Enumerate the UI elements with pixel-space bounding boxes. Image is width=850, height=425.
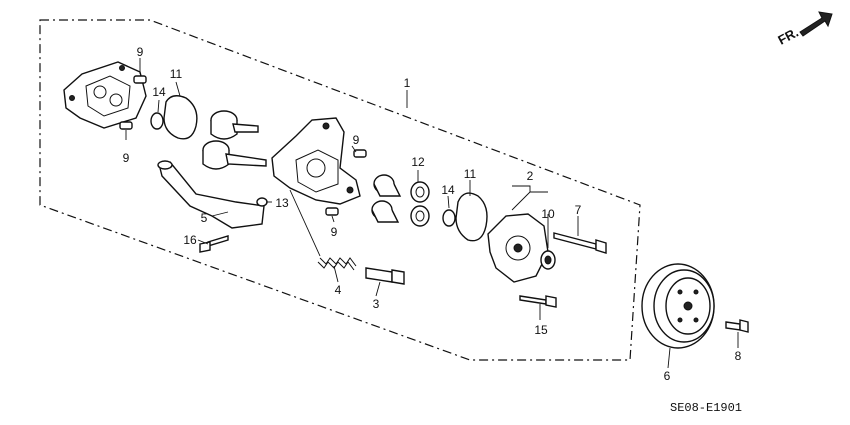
front-arrow-icon: [799, 11, 833, 37]
o-ring-11-right: [455, 192, 488, 242]
leader-lines: [125, 58, 739, 369]
callout-labels: 1 2 3 4 5 6 7 8 9 9 9 9 10 11 11 12 13 1…: [123, 45, 742, 383]
callout-3: 3: [373, 297, 380, 311]
pulley-6-part: [641, 263, 715, 349]
callout-12: 12: [411, 155, 425, 169]
callout-14-right: 14: [441, 183, 455, 197]
suction-pipe-5-part: [157, 160, 265, 229]
callout-9-top-center: 9: [353, 133, 360, 147]
callout-9-bottom-left: 9: [123, 151, 130, 165]
o-ring-14-right: [442, 209, 456, 227]
o-ring-13-part: [256, 197, 268, 207]
callout-2: 2: [527, 169, 534, 183]
callout-9-bottom-center: 9: [331, 225, 338, 239]
callout-14-left: 14: [152, 85, 166, 99]
bolt-16-part: [199, 235, 229, 253]
front-direction-arrow: FR.: [775, 11, 833, 48]
diagram-reference-code: SE08-E1901: [670, 401, 742, 415]
bolt-8-part: [725, 319, 749, 333]
callout-15: 15: [534, 323, 548, 337]
callout-10: 10: [541, 207, 555, 221]
callout-13: 13: [275, 196, 289, 210]
callout-7: 7: [575, 203, 582, 217]
rear-cover-part: [63, 61, 147, 129]
o-ring-11-left: [163, 95, 198, 140]
o-ring-14-left: [150, 112, 164, 130]
pump-body-part: [271, 117, 361, 205]
bushing-12-part: [371, 174, 402, 223]
oil-seal-10-part: [540, 250, 556, 270]
seal-12-part: [410, 181, 430, 227]
flow-valve-3-part: [365, 267, 405, 285]
bolt-7-part: [553, 232, 607, 254]
callout-1: 1: [404, 76, 411, 90]
callout-4: 4: [335, 283, 342, 297]
front-cover-part: [487, 213, 549, 283]
relief-spring-4-part: [317, 257, 357, 271]
dowel-pin-part: [119, 75, 367, 216]
callout-6: 6: [664, 369, 671, 383]
callout-5: 5: [201, 211, 208, 225]
driven-gear-part: [202, 140, 267, 170]
callout-9-top-left: 9: [137, 45, 144, 59]
drive-gear-part: [210, 110, 259, 140]
callout-11-right: 11: [464, 167, 477, 181]
assembly-boundary: [39, 19, 641, 361]
callout-11-left: 11: [170, 67, 183, 81]
front-direction-label: FR.: [775, 25, 801, 48]
bolt-15-part: [519, 295, 557, 308]
callout-8: 8: [735, 349, 742, 363]
callout-16: 16: [183, 233, 197, 247]
